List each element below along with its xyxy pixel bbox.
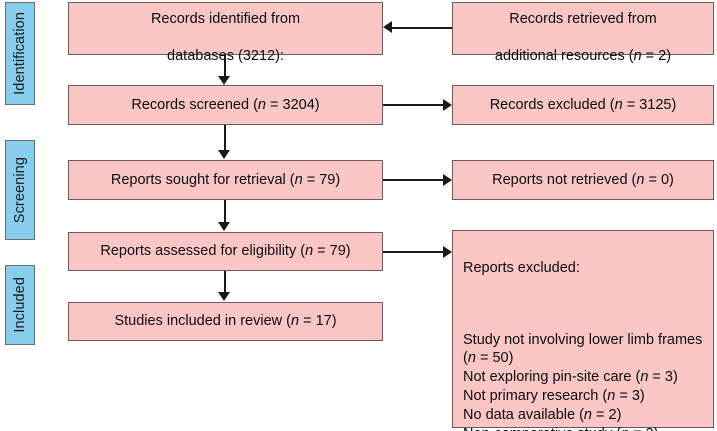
connector-screened-to-sought — [224, 125, 226, 150]
box-studies-included: Studies included in review (n = 17) — [68, 302, 383, 341]
box-records-excluded: Records excluded (n = 3125) — [452, 85, 714, 125]
stage-label-identification-text: Identification — [12, 12, 28, 95]
box-records-excluded-text: Records excluded (n = 3125) — [459, 96, 707, 115]
records-identified-line1: Records identified from — [150, 10, 301, 27]
box-reports-not-retrieved-text: Reports not retrieved (n = 0) — [459, 171, 707, 190]
reports-excluded-reason-label: Non-comparative study ( — [463, 426, 621, 431]
box-reports-excluded-reasons-text: Reports excluded: Study not involving lo… — [463, 240, 705, 431]
reports-sought-pre: Reports sought for retrieval ( — [110, 171, 295, 188]
reports-excluded-reason-label: Not primary research ( — [463, 388, 608, 405]
connector-assessed-to-included — [224, 271, 226, 293]
records-retrieved-line1: Records retrieved from — [509, 10, 657, 27]
connector-assessed-to-excluded-reasons — [383, 251, 443, 253]
arrowhead-screened-to-sought — [218, 150, 230, 159]
reports-assessed-pre: Reports assessed for eligibility ( — [100, 243, 306, 260]
stage-label-screening: Screening — [5, 140, 35, 240]
records-screened-n: n — [257, 96, 266, 113]
box-studies-included-text: Studies included in review (n = 17) — [75, 312, 376, 331]
records-retrieved-line2-pre: additional resources ( — [494, 48, 634, 65]
reports-assessed-n: n — [305, 243, 314, 260]
reports-excluded-reason: No data available (n = 2) — [463, 406, 705, 425]
reports-excluded-reason-n: n — [621, 426, 629, 431]
records-retrieved-line2-n: n — [633, 48, 642, 65]
reports-assessed-post: = 79) — [313, 243, 351, 260]
studies-included-n: n — [290, 313, 300, 330]
connector-screened-to-excluded — [383, 104, 443, 106]
arrowhead-sought-to-not-retrieved — [443, 174, 452, 186]
box-records-identified: Records identified from databases (3212)… — [68, 2, 383, 64]
box-reports-excluded-reasons: Reports excluded: Study not involving lo… — [452, 230, 714, 431]
reports-excluded-reason: Non-comparative study (n = 2) — [463, 425, 705, 431]
connector-retrieved-to-identified — [392, 27, 452, 29]
reports-excluded-spacer — [463, 297, 705, 312]
box-records-retrieved-additional: Records retrieved from additional resour… — [452, 2, 714, 64]
box-records-screened: Records screened (n = 3204) — [68, 85, 383, 125]
reports-excluded-heading: Reports excluded: — [463, 259, 580, 276]
reports-excluded-reason-label: No data available ( — [463, 406, 584, 423]
records-identified-line2: databases (3212): — [167, 48, 284, 65]
reports-excluded-reason-n: n — [607, 388, 616, 405]
reports-excluded-reason-n: n — [640, 369, 649, 386]
reports-sought-post: = 79) — [302, 171, 341, 188]
stage-label-included-text: Included — [12, 277, 28, 333]
records-excluded-post: = 3125) — [622, 96, 677, 113]
reports-excluded-reason: Study not involving lower limb frames (n… — [463, 331, 705, 369]
reports-sought-n: n — [294, 171, 303, 188]
box-records-screened-text: Records screened (n = 3204) — [75, 96, 376, 115]
arrowhead-identified-to-screened — [218, 76, 230, 85]
reports-not-retrieved-pre: Reports not retrieved ( — [492, 171, 637, 188]
reports-excluded-reason-count: = 3) — [648, 369, 678, 386]
box-reports-sought-text: Reports sought for retrieval (n = 79) — [75, 171, 376, 190]
reports-excluded-reason-count: = 2) — [592, 406, 622, 423]
reports-excluded-reason-label: Study not involving lower limb frames ( — [463, 331, 703, 367]
reports-excluded-reason: Not exploring pin-site care (n = 3) — [463, 368, 705, 387]
connector-identified-to-screened — [224, 55, 226, 77]
box-reports-sought: Reports sought for retrieval (n = 79) — [68, 160, 383, 200]
records-excluded-pre: Records excluded ( — [489, 96, 615, 113]
reports-excluded-reason-n: n — [467, 350, 476, 367]
records-screened-pre: Records screened ( — [131, 96, 258, 113]
records-excluded-n: n — [614, 96, 623, 113]
reports-excluded-reason-n: n — [583, 406, 592, 423]
records-screened-post: = 3204) — [265, 96, 320, 113]
stage-label-screening-text: Screening — [12, 156, 28, 224]
reports-excluded-list: Study not involving lower limb frames (n… — [463, 331, 705, 431]
reports-excluded-reason-count: = 2) — [629, 426, 658, 431]
box-reports-not-retrieved: Reports not retrieved (n = 0) — [452, 160, 714, 200]
reports-not-retrieved-post: = 0) — [644, 171, 674, 188]
box-reports-assessed: Reports assessed for eligibility (n = 79… — [68, 232, 383, 271]
arrowhead-sought-to-assessed — [218, 222, 230, 231]
box-records-identified-text: Records identified from databases (3212)… — [75, 0, 376, 66]
studies-included-pre: Studies included in review ( — [114, 313, 291, 330]
arrowhead-screened-to-excluded — [443, 99, 452, 111]
reports-excluded-reason-count: = 50) — [475, 350, 514, 367]
reports-not-retrieved-n: n — [636, 171, 645, 188]
reports-excluded-reason-label: Not exploring pin-site care ( — [463, 369, 641, 386]
stage-label-identification: Identification — [5, 2, 35, 105]
arrowhead-assessed-to-excluded-reasons — [443, 246, 452, 258]
connector-sought-to-not-retrieved — [383, 179, 443, 181]
connector-sought-to-assessed — [224, 200, 226, 223]
arrowhead-retrieved-to-identified — [383, 21, 392, 33]
box-reports-assessed-text: Reports assessed for eligibility (n = 79… — [75, 242, 376, 261]
stage-label-included: Included — [5, 265, 35, 345]
reports-excluded-reason-count: = 3) — [615, 388, 645, 405]
arrowhead-assessed-to-included — [218, 292, 230, 301]
records-retrieved-line2-post: = 2) — [641, 48, 672, 65]
box-records-retrieved-additional-text: Records retrieved from additional resour… — [459, 0, 707, 66]
reports-excluded-reason: Not primary research (n = 3) — [463, 387, 705, 406]
studies-included-post: = 17) — [299, 313, 337, 330]
